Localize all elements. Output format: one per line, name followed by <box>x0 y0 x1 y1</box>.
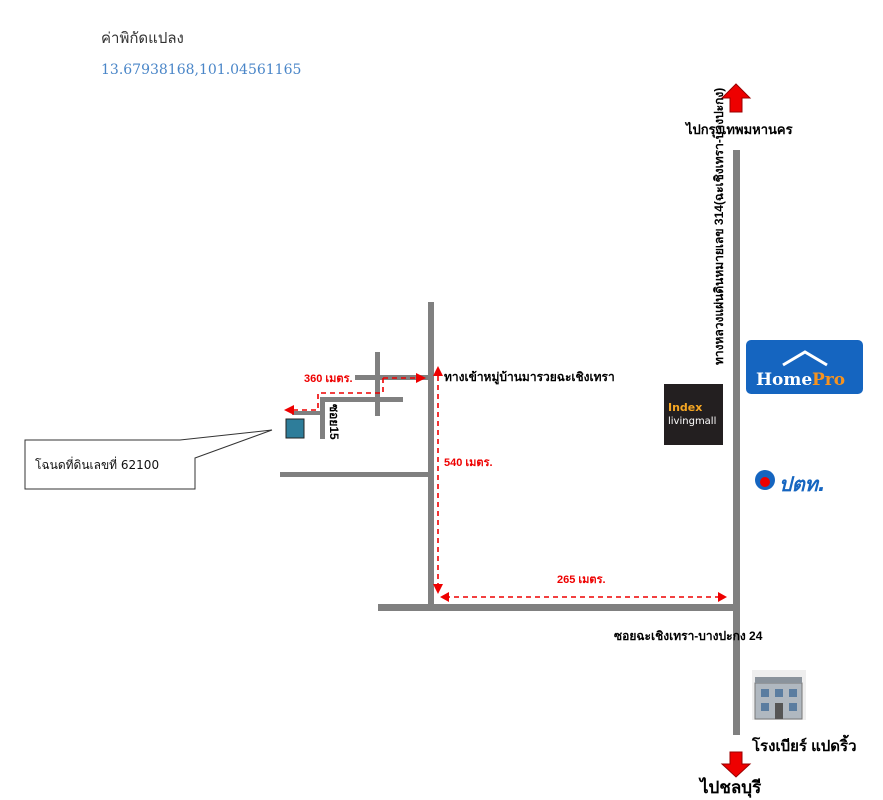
to-bangkok-label: ไปกรุงเทพมหานคร <box>684 121 793 138</box>
arrow-up-icon <box>720 83 752 113</box>
soi24-road <box>378 604 736 611</box>
ptt-logo: ปตท. <box>755 470 825 496</box>
coordinates-value: 13.67938168,101.04561165 <box>101 62 302 78</box>
brewery-building-icon <box>752 670 806 720</box>
homepro-logo: Home Pro <box>746 340 863 394</box>
highway-label: ทางหลวงแผ่นดินหมายเลข 314(ฉะเชิงเทรา-บาง… <box>712 88 726 365</box>
svg-text:Pro: Pro <box>812 370 845 390</box>
cross-road <box>375 352 380 416</box>
to-chonburi-label: ไปชลบุรี <box>698 777 762 798</box>
brewery-label: โรงเบียร์ แปดริ้ว <box>751 734 857 755</box>
index-livingmall-logo: Index livingmall <box>664 384 723 445</box>
parcel-access-road <box>292 411 322 415</box>
svg-text:Index: Index <box>668 401 702 414</box>
distance-360: 360 เมตร. <box>304 373 353 385</box>
distance-540: 540 เมตร. <box>444 457 493 469</box>
svg-text:ปตท.: ปตท. <box>779 472 825 496</box>
svg-text:Home: Home <box>756 370 812 390</box>
land-parcel <box>285 418 305 439</box>
soi15-label: ซอย15 <box>327 404 341 440</box>
soi24-label: ซอยฉะเชิงเทรา-บางปะกง 24 <box>614 629 763 643</box>
village-entrance-label: ทางเข้าหมู่บ้านมารวยฉะเชิงเทรา <box>444 370 615 385</box>
highway-road <box>733 150 740 735</box>
deed-callout <box>24 429 273 490</box>
svg-text:livingmall: livingmall <box>668 416 716 427</box>
village-road <box>428 302 434 608</box>
coordinates-label: ค่าพิกัดแปลง <box>101 29 184 47</box>
arrow-down-icon <box>720 751 752 778</box>
deed-label: โฉนดที่ดินเลขที่ 62100 <box>35 456 159 472</box>
side-road <box>280 472 432 477</box>
cross-road-2 <box>323 397 403 402</box>
distance-265: 265 เมตร. <box>557 574 606 586</box>
soi15-road <box>320 397 325 439</box>
